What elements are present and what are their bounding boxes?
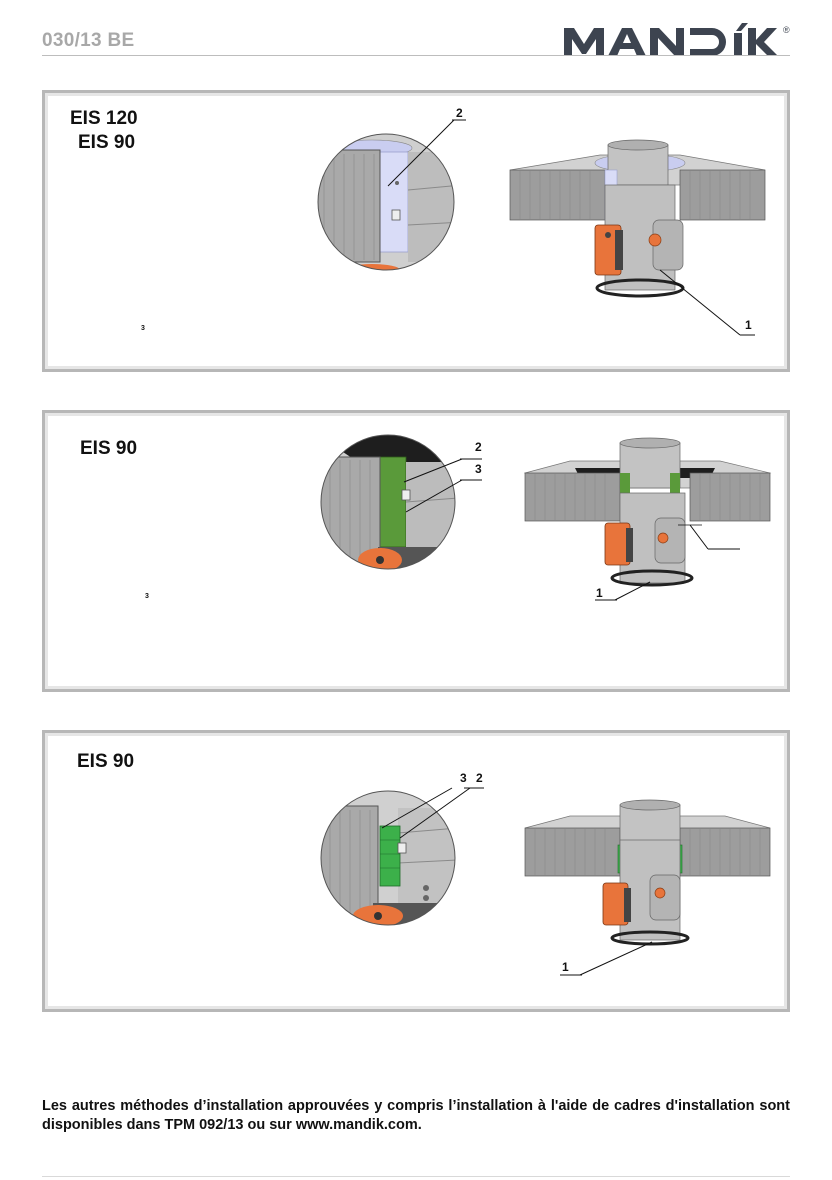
registered-mark: ® [783, 25, 790, 35]
panel-1-leader-2 [380, 112, 470, 192]
panel-3-leaders-3-2 [380, 780, 490, 850]
panel-3-title-eis90: EIS 90 [77, 751, 134, 773]
panel-2-callout-3: 3 [475, 462, 482, 476]
header-divider [42, 55, 790, 56]
panel-3-damper-illustration [520, 800, 775, 960]
bottom-divider [42, 1176, 790, 1177]
panel-2-callout-2: 2 [475, 440, 482, 454]
panel-2-superscript: 3 [145, 593, 149, 600]
panel-3-callout-3: 3 [460, 771, 467, 785]
panel-1-title-eis90: EIS 90 [78, 132, 135, 154]
panel-1-callout-2: 2 [456, 106, 463, 120]
panel-2-callout-1: 1 [596, 586, 603, 600]
panel-1-callout-1: 1 [745, 318, 752, 332]
panel-3-callout-2: 2 [476, 771, 483, 785]
panel-2-gap-leader [690, 525, 745, 555]
panel-3-leader-1 [560, 940, 660, 980]
panel-2-leader-1 [595, 580, 655, 605]
panel-3-callout-1: 1 [562, 960, 569, 974]
panel-1-superscript: 3 [141, 325, 145, 332]
panel-1-title-eis120: EIS 120 [70, 108, 138, 130]
panel-2-title-eis90: EIS 90 [80, 438, 137, 460]
document-code: 030/13 BE [42, 30, 135, 52]
mandik-logo: ® [562, 22, 792, 62]
footer-note: Les autres méthodes d’installation appro… [42, 1097, 790, 1135]
